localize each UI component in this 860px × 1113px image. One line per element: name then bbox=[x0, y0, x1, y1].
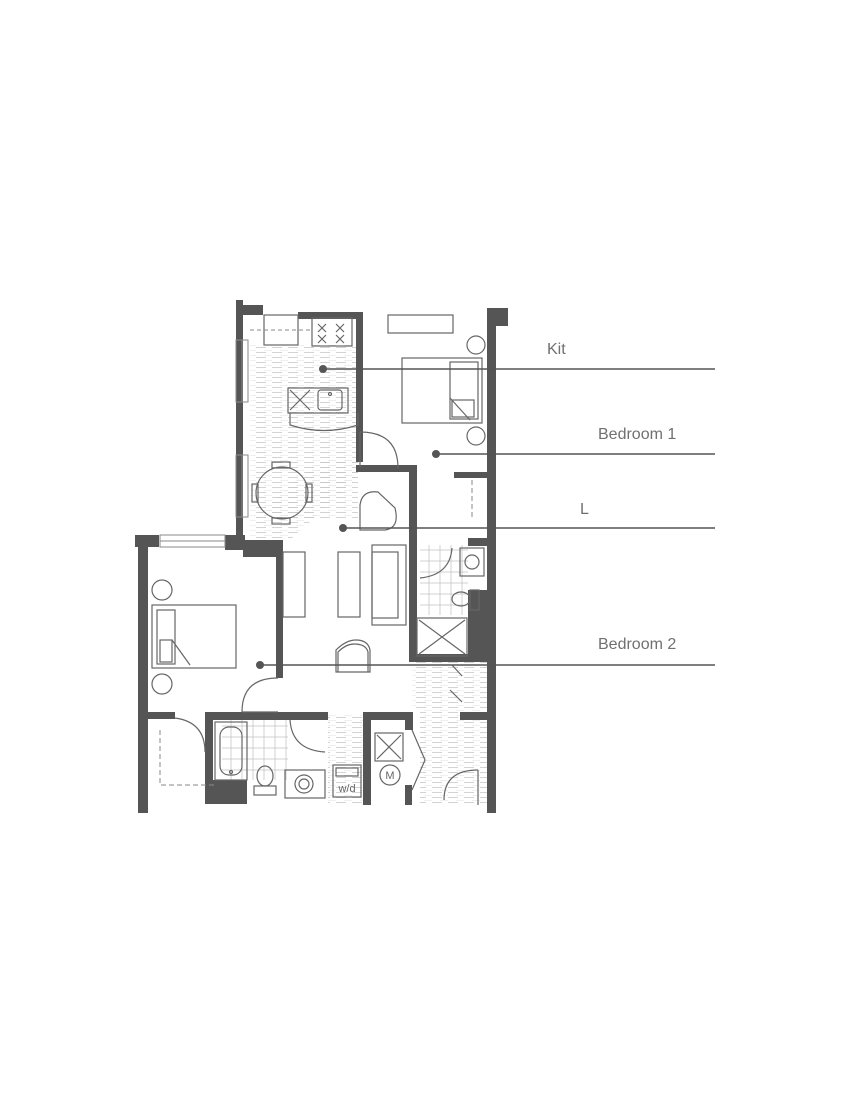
leader-lines bbox=[256, 365, 715, 669]
washer-dryer-label: w/d bbox=[337, 783, 355, 795]
bedroom2-closet bbox=[159, 730, 215, 786]
toilet-icon bbox=[451, 589, 480, 611]
bedroom1-dresser bbox=[387, 314, 454, 334]
bed-icon bbox=[151, 579, 237, 695]
bath2-fixtures bbox=[214, 721, 326, 799]
sink-icon bbox=[317, 389, 343, 411]
bathtub-icon bbox=[214, 721, 248, 781]
meter-icon: M bbox=[379, 764, 401, 786]
sink-icon bbox=[284, 769, 326, 799]
label-kitchen: Kit bbox=[547, 341, 566, 358]
dining-table-icon bbox=[251, 461, 313, 525]
label-bedroom-1: Bedroom 1 bbox=[598, 426, 676, 443]
shower-icon bbox=[416, 617, 468, 657]
kitchen-fixtures bbox=[250, 314, 359, 432]
label-bedroom-2: Bedroom 2 bbox=[598, 636, 676, 653]
bed-icon bbox=[401, 335, 486, 446]
mechanical-box bbox=[374, 732, 404, 762]
sofa-icon bbox=[371, 544, 407, 626]
floor-hatching bbox=[222, 345, 487, 805]
washer-dryer-icon: w/d bbox=[332, 764, 362, 798]
doors bbox=[174, 431, 479, 805]
toilet-icon bbox=[253, 765, 277, 796]
windows bbox=[159, 339, 249, 548]
meter-label: M bbox=[385, 770, 394, 782]
walls bbox=[135, 300, 508, 813]
sink-icon bbox=[459, 547, 485, 577]
stove-icon bbox=[311, 317, 353, 347]
bath1-fixtures bbox=[416, 547, 485, 657]
label-living: L bbox=[580, 501, 589, 518]
